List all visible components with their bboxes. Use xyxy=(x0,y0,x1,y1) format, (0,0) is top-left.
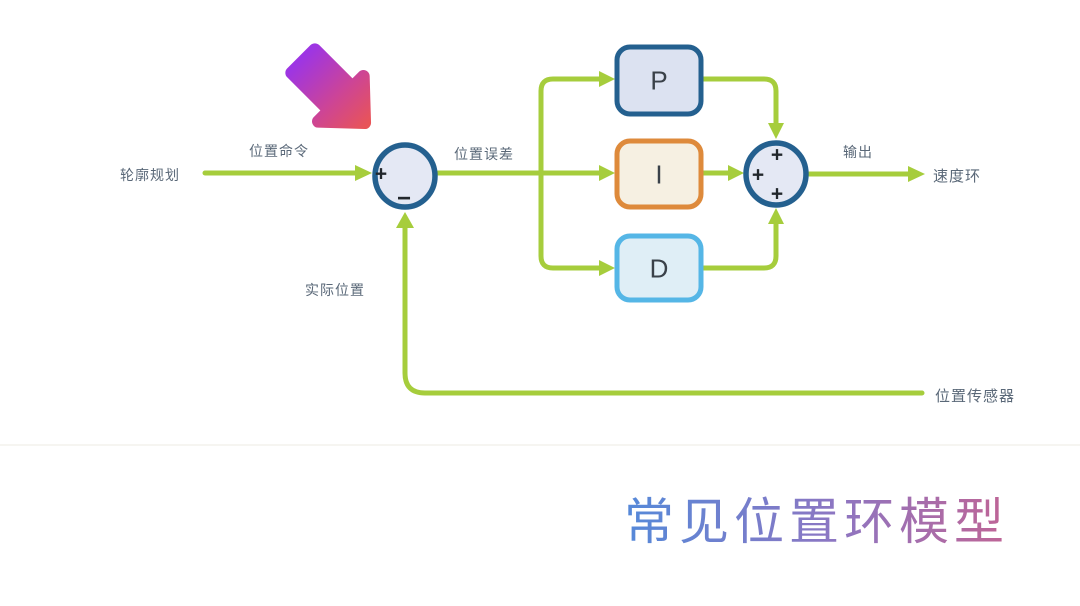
sum2-left-arrowhead-icon xyxy=(728,165,744,181)
p-output-line xyxy=(698,76,779,126)
faint-divider-line xyxy=(0,444,1080,446)
d-output-line xyxy=(698,221,779,271)
block-i-label: I xyxy=(655,159,663,190)
position-error-label: 位置误差 xyxy=(454,146,514,162)
output-arrowhead-icon xyxy=(908,166,925,182)
output-label: 输出 xyxy=(843,144,873,160)
highlight-arrow-icon xyxy=(285,43,372,130)
d-arrowhead-icon xyxy=(599,260,615,276)
highlight-arrow-shape xyxy=(285,43,372,130)
i-arrowhead-icon xyxy=(599,165,615,181)
position-command-label: 位置命令 xyxy=(249,143,309,159)
block-d-label: D xyxy=(649,253,669,284)
sum2-top-arrowhead-icon xyxy=(768,123,784,139)
summing-junction-1 xyxy=(372,142,438,210)
block-d xyxy=(614,233,704,303)
block-i xyxy=(614,138,704,210)
page-title: 常见位置环模型 xyxy=(624,482,1009,554)
feedback-line xyxy=(402,225,925,396)
sum2-plus-left-sign: + xyxy=(751,163,765,187)
sum1-minus-sign: − xyxy=(396,185,412,212)
p-arrowhead-icon xyxy=(599,71,615,87)
sum2-bottom-arrowhead-icon xyxy=(768,208,784,224)
branch-to-p-line xyxy=(538,76,602,176)
input-arrowhead-icon xyxy=(355,165,372,181)
block-p-label: P xyxy=(650,65,668,96)
sum2-plus-top-sign: + xyxy=(770,143,784,167)
block-p xyxy=(614,44,704,117)
summing-junction-2 xyxy=(743,140,809,208)
sum1-plus-sign: + xyxy=(374,162,388,186)
velocity-loop-label: 速度环 xyxy=(933,168,982,185)
position-sensor-label: 位置传感器 xyxy=(935,388,1016,405)
source-label: 轮廓规划 xyxy=(120,167,180,183)
branch-to-d-line xyxy=(538,170,602,271)
feedback-arrowhead-icon xyxy=(396,212,414,228)
sum2-plus-bottom-sign: + xyxy=(770,182,784,206)
actual-position-label: 实际位置 xyxy=(305,282,365,298)
